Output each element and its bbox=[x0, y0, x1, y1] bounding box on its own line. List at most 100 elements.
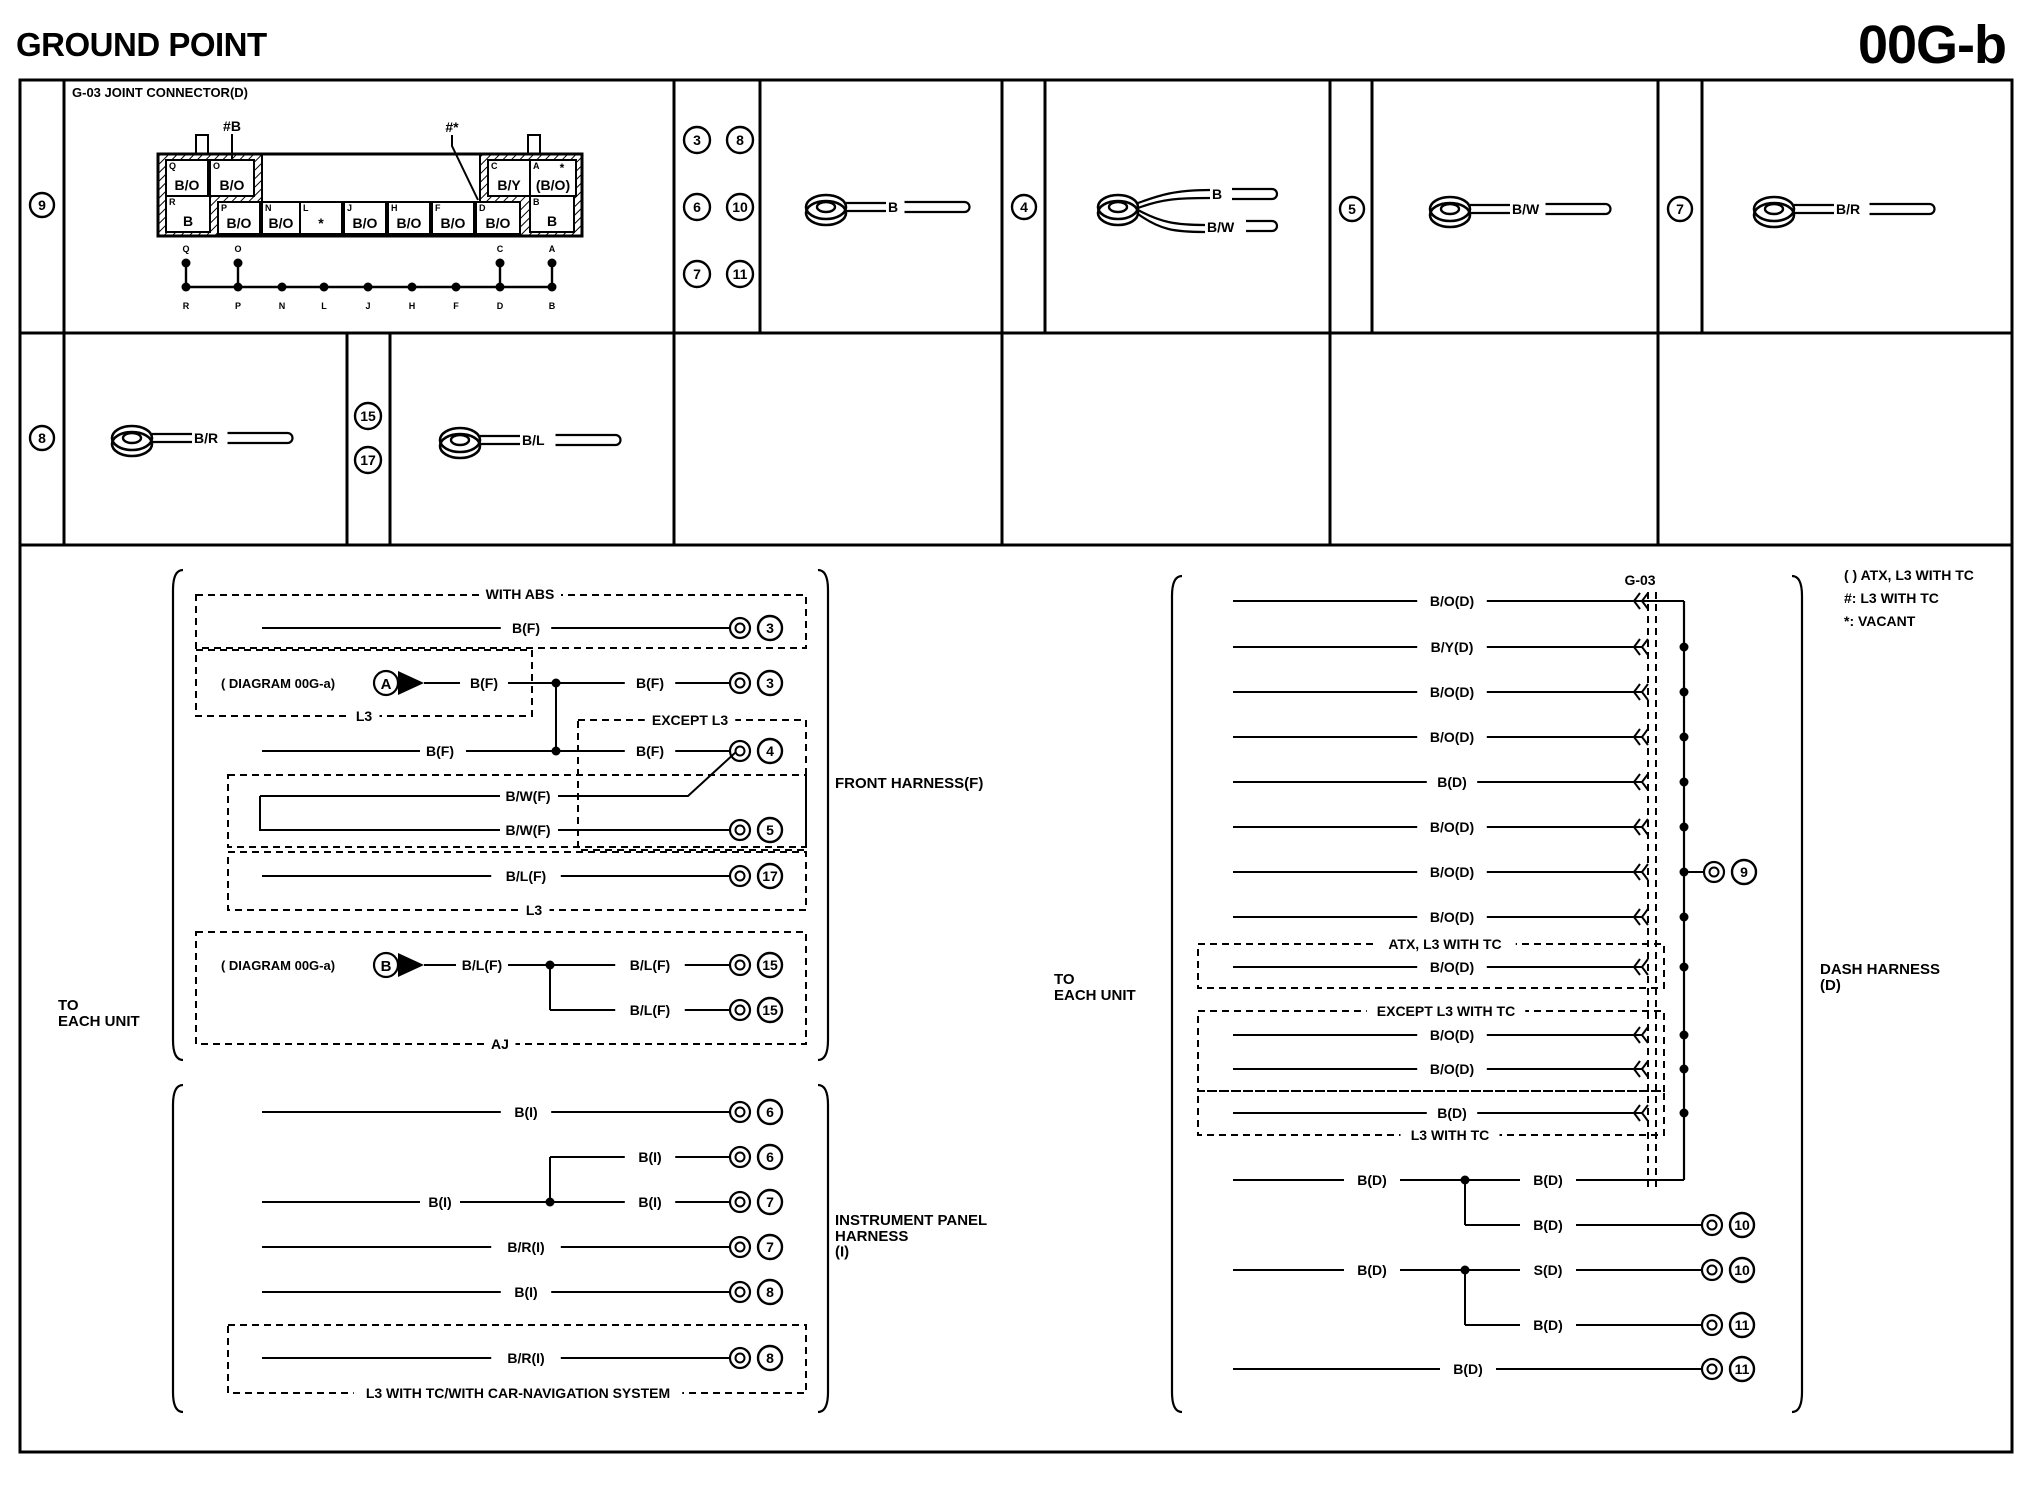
harness-bracket bbox=[1791, 574, 1804, 1414]
ground-point-number: 8 bbox=[756, 1278, 784, 1306]
pin-wire: * bbox=[318, 215, 324, 231]
number-circle bbox=[725, 192, 755, 222]
ground-point-id: 7 bbox=[1676, 201, 1684, 217]
connector-pin: BB bbox=[529, 195, 575, 233]
ground-point-number: 17 bbox=[353, 445, 383, 475]
wire-label: B(I) bbox=[428, 1194, 451, 1210]
label-bg bbox=[1374, 934, 1516, 954]
pin-letter: O bbox=[213, 161, 220, 171]
connector-pin: FB/O bbox=[431, 201, 475, 235]
wire-label: B/O(D) bbox=[1430, 1027, 1474, 1043]
ground-ring-inner bbox=[734, 1106, 746, 1118]
wire-label: B(I) bbox=[638, 1149, 661, 1165]
bus-pin-bottom: N bbox=[279, 301, 286, 311]
option-label: ATX, L3 WITH TC bbox=[1388, 936, 1501, 952]
ground-point-number: 6 bbox=[756, 1143, 784, 1171]
splice-dot bbox=[495, 282, 505, 292]
pin-cell bbox=[529, 159, 577, 197]
ground-point-id: 8 bbox=[38, 430, 46, 446]
ground-point-number: 4 bbox=[756, 737, 784, 765]
l3tc-box bbox=[1197, 1090, 1665, 1136]
bus-pin-bottom: L bbox=[321, 301, 327, 311]
wire-color: B/W bbox=[1207, 219, 1235, 235]
option-label: L3 bbox=[526, 902, 543, 918]
ground-point-number: 3 bbox=[756, 669, 784, 697]
wire-label: B(F) bbox=[470, 675, 498, 691]
ground-symbol: 5 bbox=[728, 816, 784, 844]
pin-letter: B bbox=[533, 197, 540, 207]
number-circle bbox=[1010, 193, 1038, 221]
ground-point-id: 10 bbox=[732, 199, 748, 215]
splice-dot bbox=[1679, 822, 1689, 832]
bus-pin-bottom: B bbox=[549, 301, 556, 311]
pin-wire: B/Y bbox=[497, 177, 521, 193]
ground-symbol: 10 bbox=[1700, 1211, 1756, 1239]
ground-point-number: 9 bbox=[28, 191, 56, 219]
wire-label: B/R(I) bbox=[507, 1239, 544, 1255]
ground-point-id: 9 bbox=[38, 197, 46, 213]
ground-symbol: 8 bbox=[728, 1278, 784, 1306]
pin-wire: (B/O) bbox=[536, 177, 570, 193]
label-bg bbox=[518, 900, 550, 920]
ground-symbol: 7 bbox=[728, 1188, 784, 1216]
eyelet-icon bbox=[110, 424, 154, 458]
wire-color: B bbox=[1212, 186, 1222, 202]
ground-symbol: 6 bbox=[728, 1098, 784, 1126]
connector-chevron bbox=[1632, 958, 1649, 976]
pin-wire: B/O bbox=[220, 177, 245, 193]
splice-dot bbox=[1679, 687, 1689, 697]
number-circle bbox=[756, 951, 784, 979]
ground-point-number: 7 bbox=[756, 1188, 784, 1216]
ground-point-id: 15 bbox=[762, 957, 778, 973]
wire-label: B/O(D) bbox=[1430, 959, 1474, 975]
ground-symbol: 15 bbox=[728, 951, 784, 979]
harness-bracket bbox=[171, 1083, 184, 1414]
splice-dot bbox=[181, 282, 191, 292]
ground-symbol: 3 bbox=[728, 669, 784, 697]
eyelet-icon bbox=[1752, 195, 1796, 229]
label-bg bbox=[479, 584, 561, 604]
number-circle bbox=[756, 737, 784, 765]
wire-stub bbox=[1869, 202, 1936, 216]
ground-symbol: 11 bbox=[1700, 1355, 1756, 1383]
splice-dot bbox=[319, 282, 329, 292]
ground-point-number: 15 bbox=[756, 951, 784, 979]
number-circle bbox=[756, 816, 784, 844]
page-code: 00G-b bbox=[1857, 15, 2007, 75]
connector-chevron bbox=[1632, 908, 1649, 926]
wire-label: B(I) bbox=[638, 1194, 661, 1210]
wire-label: B/W(F) bbox=[505, 788, 550, 804]
bus-pin-top: A bbox=[549, 244, 556, 254]
splice-dot bbox=[233, 282, 243, 292]
wire-label: B(I) bbox=[514, 1104, 537, 1120]
connector-chevron bbox=[1632, 1104, 1649, 1122]
wire-color: B/R bbox=[1836, 201, 1860, 217]
splice-dot bbox=[1679, 1064, 1689, 1074]
wire-label: B/O(D) bbox=[1430, 1061, 1474, 1077]
ground-point-number: 6 bbox=[682, 192, 712, 222]
ground-point-id: 8 bbox=[766, 1284, 774, 1300]
eyelet-terminal: B bbox=[804, 193, 971, 227]
ground-point-number: 4 bbox=[1010, 193, 1038, 221]
connector-pin: OB/O bbox=[209, 159, 255, 197]
eyelet-terminal: B/W bbox=[1428, 195, 1612, 229]
connector-pin: L* bbox=[299, 201, 343, 235]
pin-letter: Q bbox=[169, 161, 176, 171]
option-label: L3 WITH TC bbox=[1411, 1127, 1490, 1143]
pin-letter: A bbox=[533, 161, 540, 171]
ground-point-id: 10 bbox=[1734, 1217, 1750, 1233]
bus-pin-top: C bbox=[497, 244, 504, 254]
label-bg bbox=[1366, 1001, 1526, 1021]
ground-ring-inner bbox=[1706, 1363, 1718, 1375]
splice-dot bbox=[363, 282, 373, 292]
wire bbox=[558, 751, 737, 797]
splice-dot bbox=[547, 282, 557, 292]
vacant-star: * bbox=[560, 161, 565, 175]
pin-wire: B/O bbox=[175, 177, 200, 193]
number-circle bbox=[756, 996, 784, 1024]
bus-pin-top: O bbox=[234, 244, 241, 254]
eyelet-icon bbox=[438, 426, 482, 460]
connector-chevron bbox=[1632, 863, 1649, 881]
